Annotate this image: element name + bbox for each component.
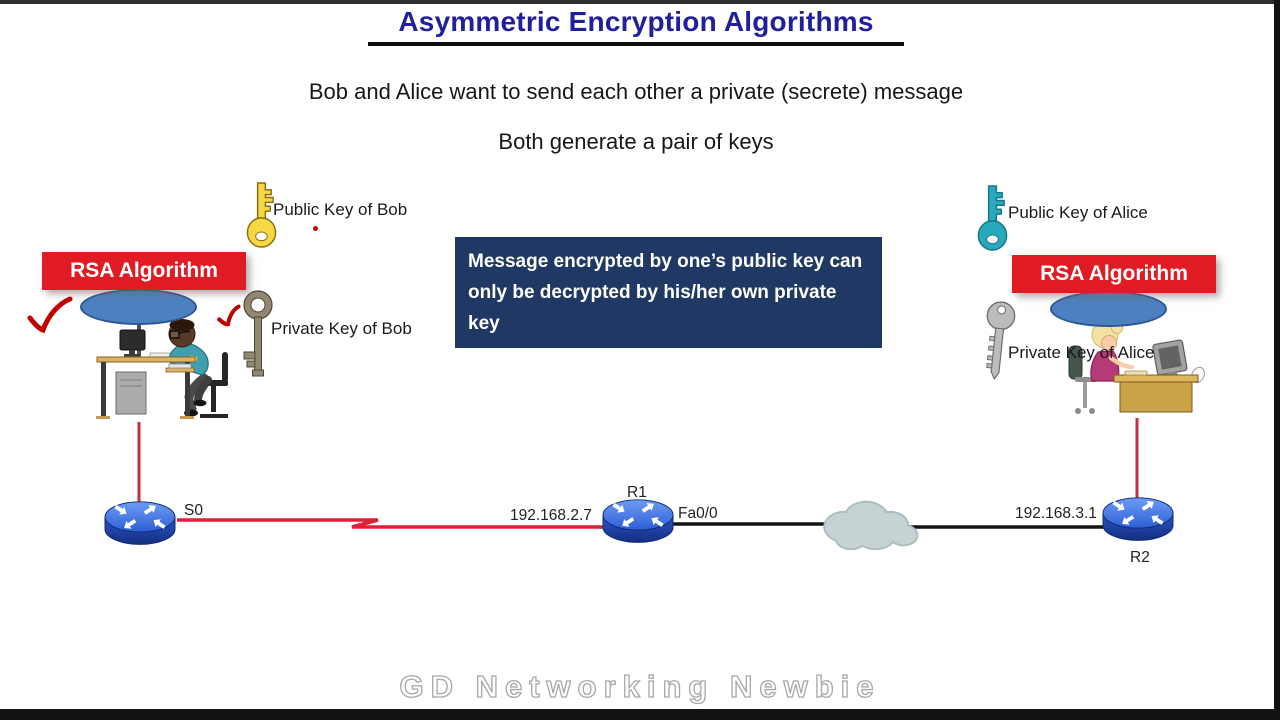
bob-rsa-banner: RSA Algorithm xyxy=(42,252,246,290)
alice-private-key-label: Private Key of Alice xyxy=(1008,343,1155,362)
r2-name-label: R2 xyxy=(1130,549,1150,566)
bob-parasol-ellipse xyxy=(80,289,197,325)
r1-interface-label: Fa0/0 xyxy=(678,505,718,522)
alice-public-key-label: Public Key of Alice xyxy=(1008,203,1148,222)
bob-public-key-label: Public Key of Bob xyxy=(273,200,408,219)
r2-router-icon xyxy=(1100,494,1176,547)
serial-link-line xyxy=(177,518,604,529)
red-dot-annotation xyxy=(313,226,318,231)
alice-parasol-ellipse xyxy=(1050,291,1167,327)
cloud-icon xyxy=(823,500,919,551)
right-letterbox-bar xyxy=(1274,0,1280,712)
r1-router-icon xyxy=(600,496,676,549)
red-checkmark-icon xyxy=(27,296,73,334)
bob-public-key-icon xyxy=(246,182,277,248)
top-letterbox-bar xyxy=(0,0,1280,4)
bob-private-key-icon xyxy=(243,290,273,377)
r1-ip-label: 192.168.2.7 xyxy=(510,507,592,524)
bob-router-interface-label: S0 xyxy=(184,502,203,519)
bob-router-icon xyxy=(102,498,178,551)
bob-private-key-label: Private Key of Bob xyxy=(271,319,412,338)
page-title: Asymmetric Encryption Algorithms xyxy=(368,6,904,46)
bottom-letterbox-bar xyxy=(0,709,1280,720)
alice-at-desk-illustration xyxy=(1068,321,1205,414)
small-red-check-icon xyxy=(217,304,241,327)
alice-rsa-banner: RSA Algorithm xyxy=(1012,255,1216,293)
r2-ip-label: 192.168.3.1 xyxy=(1015,505,1097,522)
bob-at-desk-illustration xyxy=(96,316,228,419)
subtitle-line2: Both generate a pair of keys xyxy=(498,129,774,154)
r1-name-label: R1 xyxy=(627,484,647,501)
alice-public-key-icon xyxy=(977,185,1008,251)
title-row: Asymmetric Encryption Algorithms xyxy=(0,6,1272,46)
callout-box: Message encrypted by one’s public key ca… xyxy=(455,237,882,348)
channel-watermark: GD Networking Newbie xyxy=(399,668,881,704)
alice-private-key-icon xyxy=(986,301,1016,381)
subtitle-line1: Bob and Alice want to send each other a … xyxy=(308,79,964,104)
